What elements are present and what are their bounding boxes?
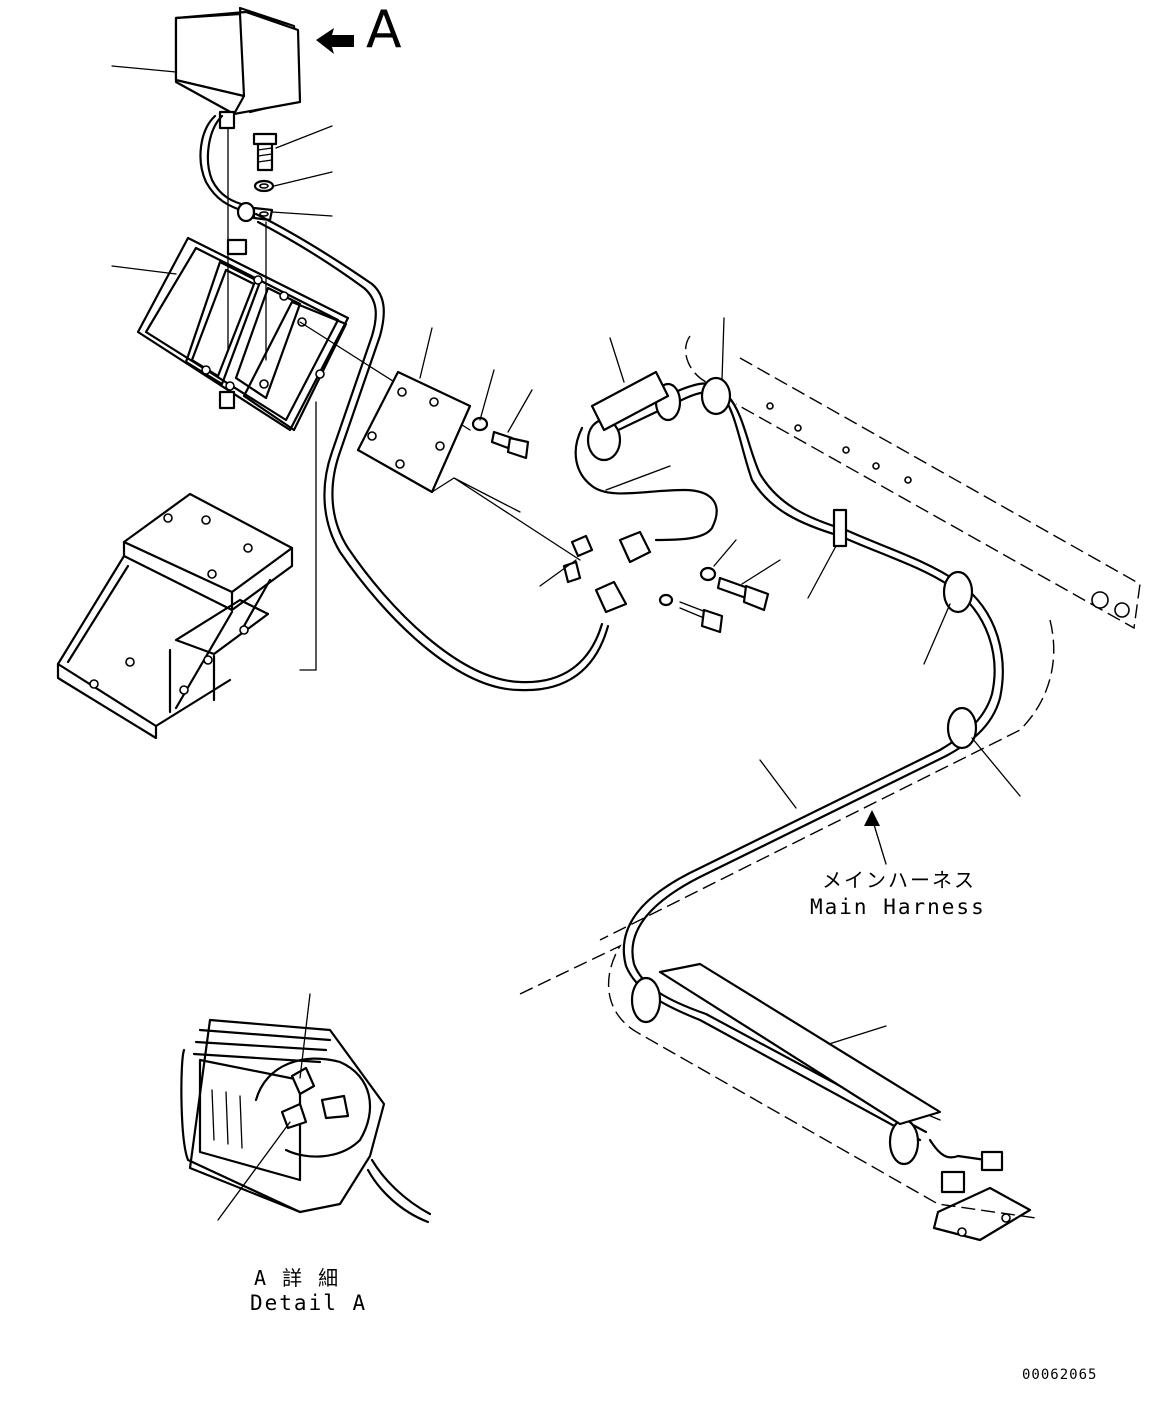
bolt [490, 430, 530, 460]
lamp-cable [254, 212, 610, 692]
bolt [679, 601, 724, 634]
machine-frame [519, 335, 1141, 1242]
mounting-base [56, 492, 294, 740]
label-tag [658, 962, 942, 1126]
detail-lamp [180, 1018, 432, 1224]
detail-label-jp: A 詳 細 [254, 1266, 341, 1290]
washer [699, 566, 717, 582]
lamp-bracket [136, 236, 350, 432]
connector [562, 426, 718, 614]
drawing-number: 00062065 [1022, 1367, 1098, 1383]
main-harness-label-en: Main Harness [810, 895, 986, 919]
view-marker-label: A [366, 0, 402, 60]
main-harness-label-jp: メインハーネス [822, 868, 976, 892]
washer [658, 593, 674, 607]
harness [586, 376, 1004, 1194]
center-line [227, 127, 471, 671]
bolt [252, 132, 278, 172]
detail-label-en: Detail A [250, 1291, 368, 1315]
clamp [236, 201, 274, 223]
mounting-plate [356, 370, 581, 561]
bolt [716, 576, 770, 612]
label-tag [590, 370, 670, 432]
work-lamp [174, 6, 302, 214]
view-arrow [316, 28, 354, 54]
